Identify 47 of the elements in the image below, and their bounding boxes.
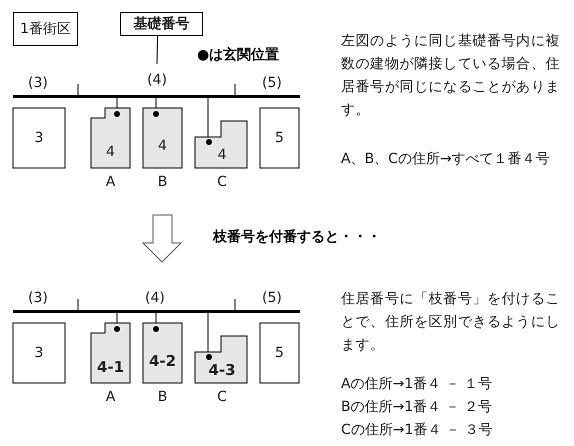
building-number: 4 [158,138,167,154]
address-note: A、B、Cの住所→すべて１番４号 [341,150,550,169]
building-letter: C [217,174,227,190]
district-box: 1番街区 [13,12,78,46]
building-number: 4-1 [96,358,124,375]
explanation-text: 左図のように同じ基礎番号内に複数の建物が隣接している場合、住居番号が同じになることがあります。 [341,32,561,120]
base-number-box: 基礎番号 [120,12,203,36]
block-number: (3) [28,289,48,308]
transition-note: 枝番号を付番すると・・・ [213,228,381,247]
building [195,121,247,168]
block-number: (4) [140,64,174,90]
building [260,108,299,168]
building [143,323,182,383]
building-number: 3 [34,345,44,361]
building-letter: C [217,389,227,405]
block-number: (3) [28,74,48,93]
building-number: 4-2 [148,352,176,369]
address-line: Aの住所→1番４ － １号 [341,375,492,394]
address-line: Bの住所→1番４ － ２号 [341,398,492,417]
building-number: 4 [218,146,226,163]
building-number: 5 [275,130,284,146]
building-number: 3 [34,130,44,146]
building [13,323,65,383]
building [91,323,130,383]
building-number: 4 [106,144,115,160]
address-line: Cの住所→1番４ － ３号 [341,421,492,440]
road-line [13,95,300,98]
building-letter: A [106,389,116,405]
building [13,108,65,168]
building-letter: A [106,174,116,190]
building-number: 4-3 [208,362,236,378]
explanation-text: 住居番号に「枝番号」を付けることで、住所を区別できるようにします。 [341,290,561,355]
legend-note: ●は玄関位置 [197,46,280,65]
block-number: (5) [262,74,282,93]
block-number: (4) [145,289,165,308]
block-number: (5) [262,289,282,308]
road-line [13,310,300,313]
building [260,323,299,383]
building-number: 5 [275,345,284,361]
connector-line [116,98,118,108]
building [143,108,182,168]
building-letter: B [158,389,168,405]
building-letter: B [158,174,168,190]
connector-line [116,312,118,324]
building [195,336,247,383]
connector-line [156,36,158,64]
building [91,108,130,168]
